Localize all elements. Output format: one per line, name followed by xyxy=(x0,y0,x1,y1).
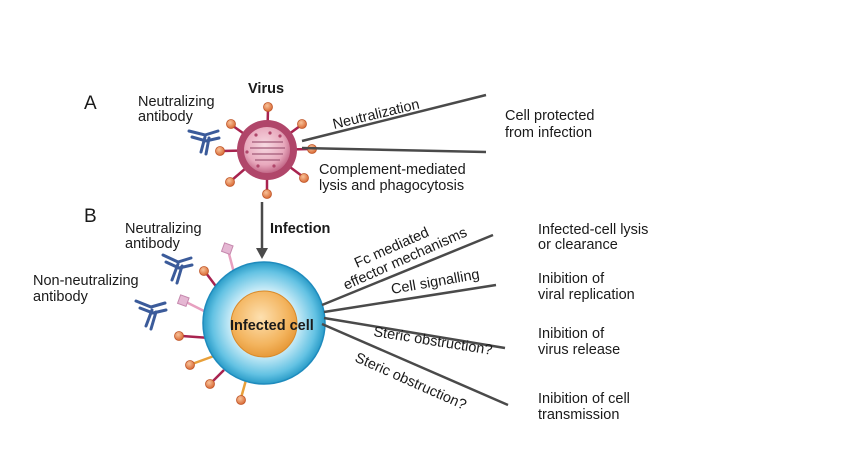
antibody-label-a-line2: antibody xyxy=(138,109,194,125)
complement-label-line1: Complement-mediated xyxy=(319,162,466,178)
outcome-lysis-line2: or clearance xyxy=(538,237,618,253)
virus-label: Virus xyxy=(248,81,284,97)
non-neutralizing-antibody-line1: Non-neutralizing xyxy=(33,273,139,289)
cell-protected-line2: from infection xyxy=(505,125,592,141)
panel-b-letter: B xyxy=(84,206,97,227)
panel-a-lines xyxy=(301,93,487,154)
outcome-replication-line1: Inibition of xyxy=(538,271,605,287)
steric-obstruction-line-2 xyxy=(321,322,509,407)
steric-obstruction-label-2: Steric obstruction? xyxy=(352,350,468,413)
panel-b-lines xyxy=(321,233,509,407)
outcome-transmission-line1: Inibition of cell xyxy=(538,391,630,407)
infection-label: Infection xyxy=(270,221,330,237)
neutralizing-antibody-a-icon xyxy=(187,129,221,156)
neutralizing-antibody-b-line1: Neutralizing xyxy=(125,221,202,237)
cell-surface-proteins xyxy=(174,242,248,405)
outcome-lysis-line1: Infected-cell lysis xyxy=(538,222,648,238)
non-neutralizing-antibody-line2: antibody xyxy=(33,289,89,305)
outcome-release-line2: virus release xyxy=(538,342,620,358)
outcome-release-line1: Inibition of xyxy=(538,326,605,342)
cell-protected-line1: Cell protected xyxy=(505,108,594,124)
complement-label-line2: lysis and phagocytosis xyxy=(319,178,464,194)
steric-obstruction-line-1 xyxy=(323,316,506,350)
infection-arrow xyxy=(256,202,268,259)
infected-cell-icon xyxy=(202,261,326,385)
complement-line xyxy=(301,146,487,154)
panel-a-letter: A xyxy=(84,93,97,114)
neutralization-line xyxy=(301,93,487,143)
neutralizing-antibody-b-icon xyxy=(161,253,194,285)
outcome-replication-line2: viral replication xyxy=(538,287,635,303)
neutralization-label: Neutralization xyxy=(331,97,421,133)
fc-mediated-line xyxy=(321,233,494,307)
virus-icon xyxy=(215,102,317,199)
non-neutralizing-antibody-icon xyxy=(134,299,168,331)
outcome-transmission-line2: transmission xyxy=(538,407,619,423)
neutralizing-antibody-b-line2: antibody xyxy=(125,236,181,252)
antibody-label-a-line1: Neutralizing xyxy=(138,94,215,110)
cell-signalling-line xyxy=(323,283,497,314)
infected-cell-label: Infected cell xyxy=(230,318,314,334)
